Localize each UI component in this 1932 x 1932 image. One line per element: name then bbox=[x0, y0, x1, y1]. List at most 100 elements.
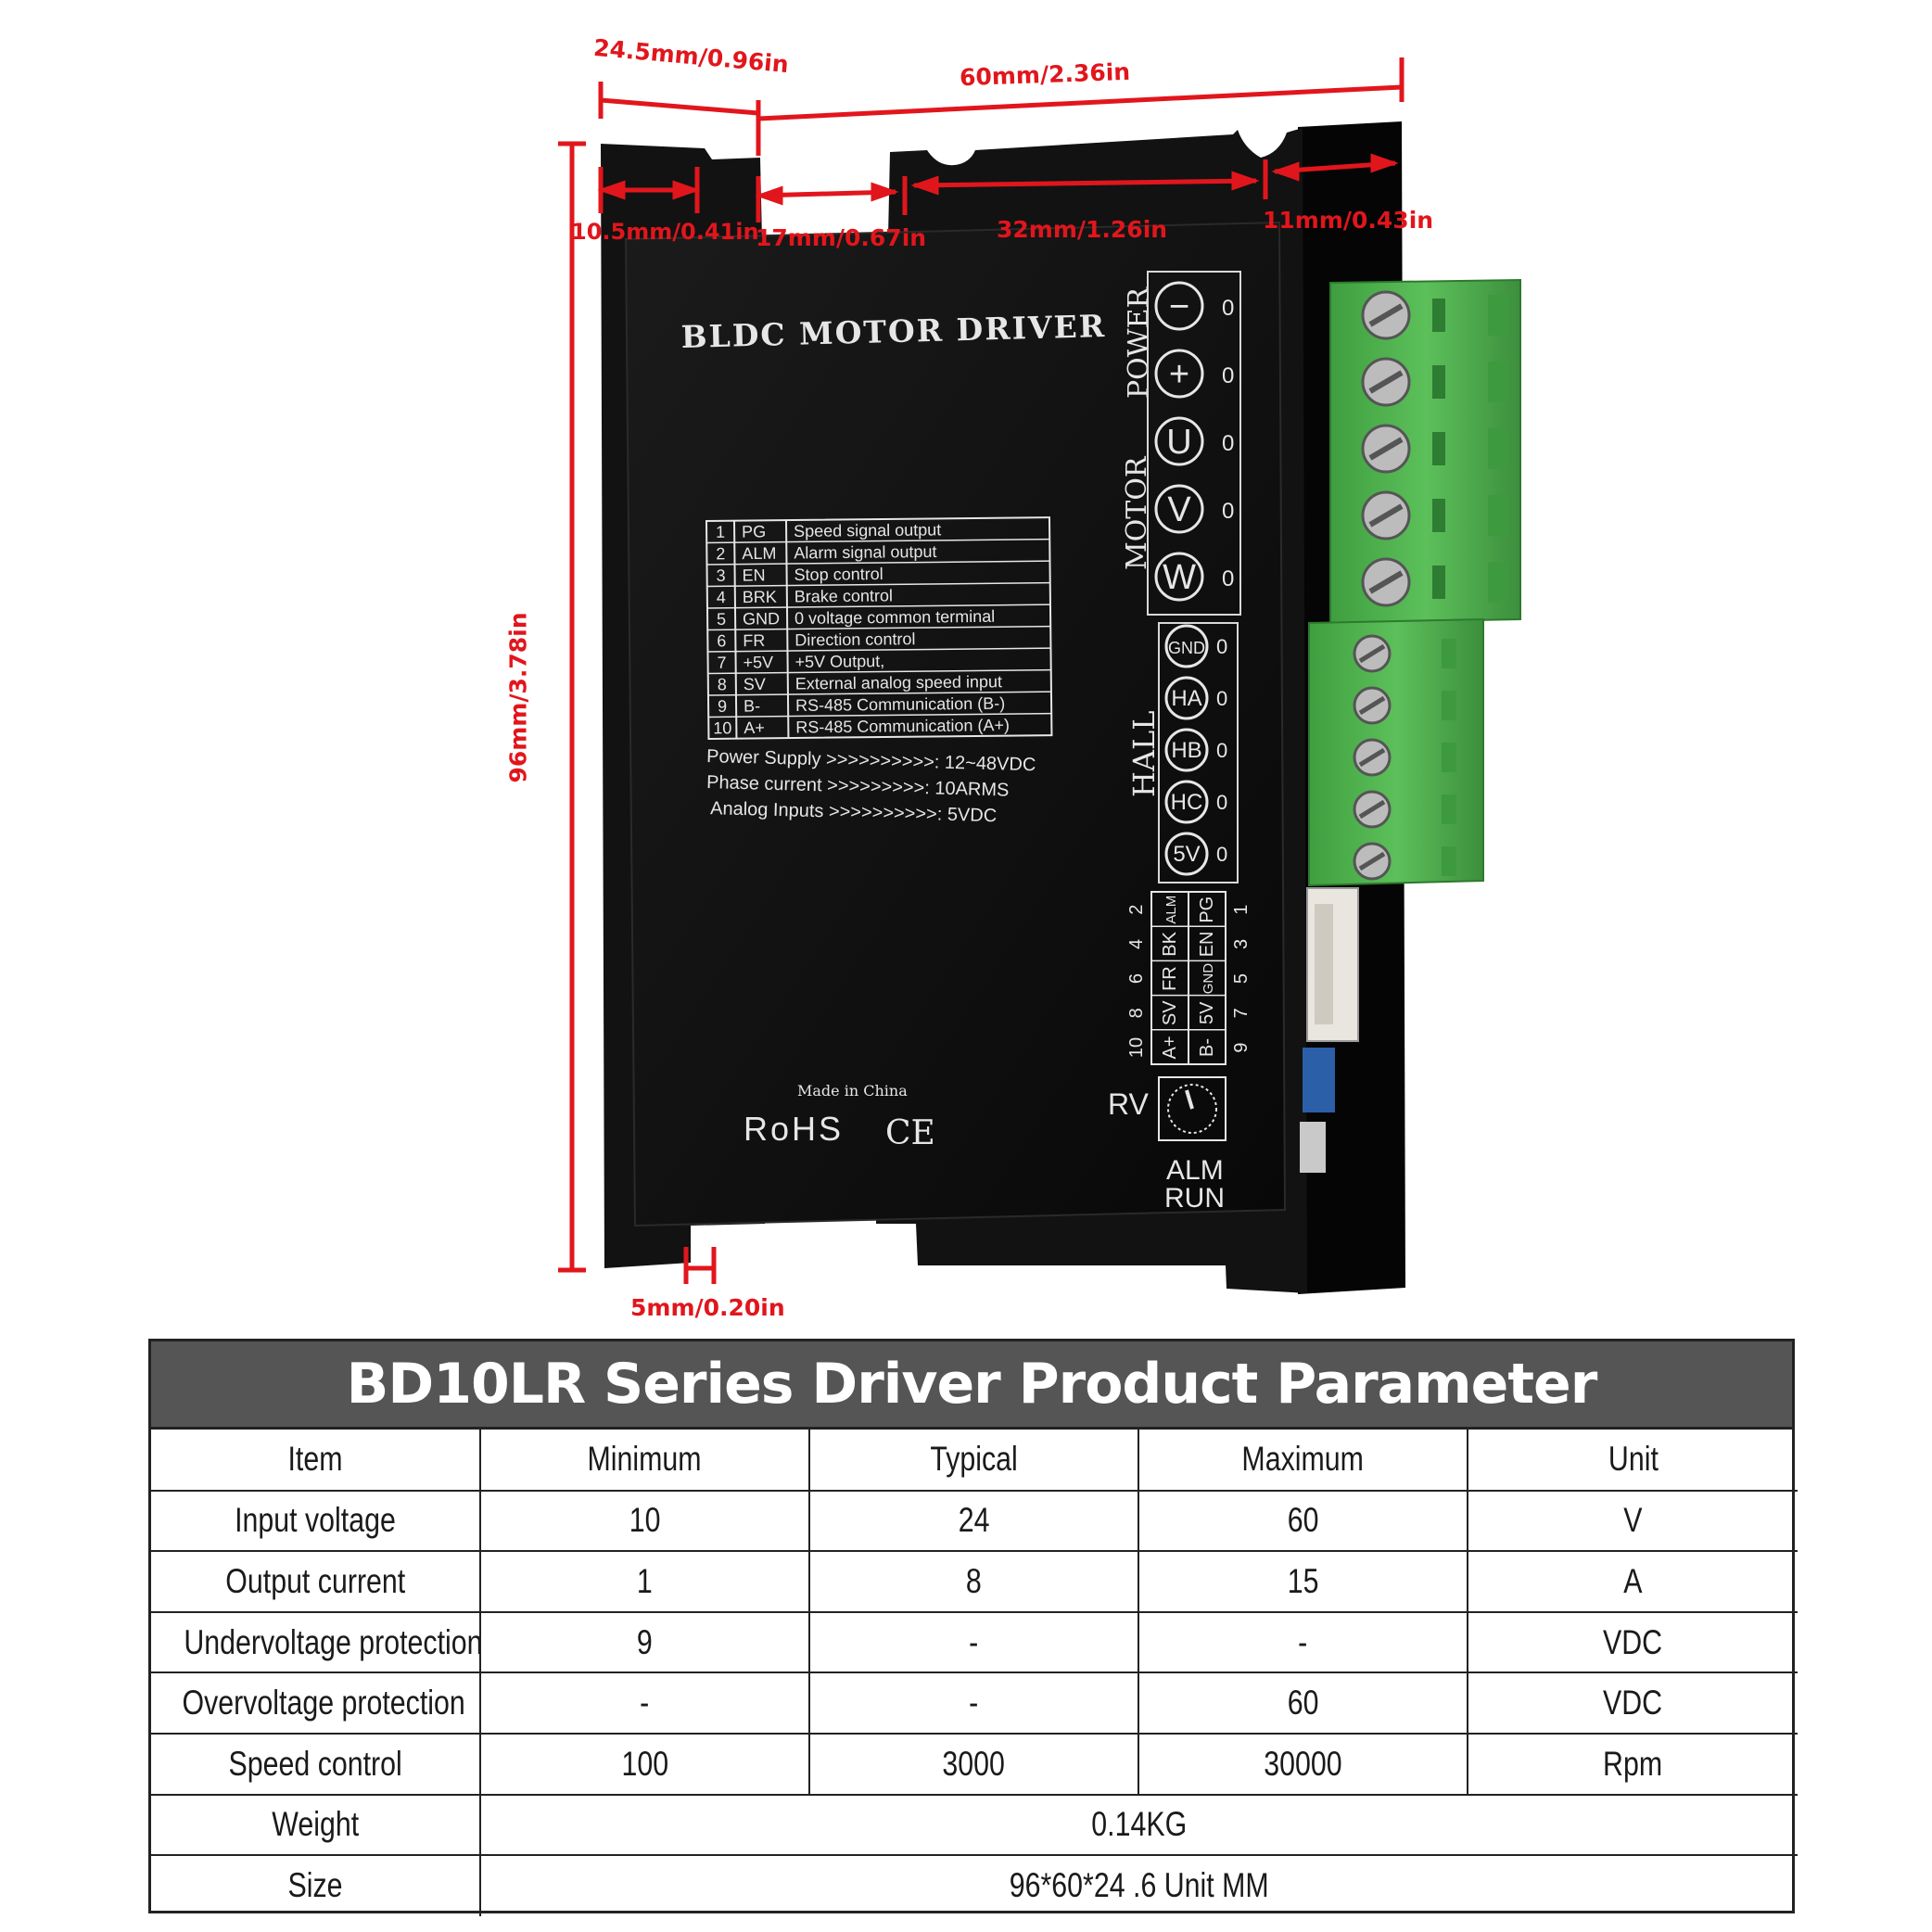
table-cell: - bbox=[808, 1610, 1139, 1674]
potentiometer-pointer bbox=[1185, 1089, 1194, 1110]
power-motor-terminal-block bbox=[1329, 278, 1521, 625]
dim-bottom-step: 5mm/0.20in bbox=[630, 1294, 785, 1321]
terminal-slot bbox=[1488, 362, 1508, 402]
pin-code: BRK bbox=[743, 588, 777, 606]
table-row: Overvoltage protection - - 60 VDC bbox=[151, 1671, 1798, 1735]
table-cell: 15 bbox=[1138, 1550, 1468, 1613]
hall-symbol-icon bbox=[1164, 676, 1209, 720]
connector-pin-code: SV bbox=[1160, 1000, 1180, 1025]
pin-code: SV bbox=[744, 675, 766, 693]
table-cell: 3000 bbox=[808, 1732, 1139, 1796]
table-cell: A bbox=[1467, 1550, 1798, 1613]
screw-slot bbox=[1368, 303, 1404, 327]
table-cell-merged: 0.14KG bbox=[479, 1793, 1798, 1857]
hall-symbol-icon bbox=[1164, 780, 1209, 824]
table-row: Output current 1 8 15 A bbox=[151, 1550, 1798, 1613]
dim-width: 60mm/2.36in bbox=[959, 57, 1131, 92]
hall-terminal-block bbox=[1308, 617, 1484, 887]
terminal-symbol-icon bbox=[1154, 416, 1204, 466]
hall-symbol: HC bbox=[1171, 790, 1203, 815]
table-cell: Undervoltage protection bbox=[151, 1610, 481, 1674]
pin-description: +5V Output, bbox=[794, 652, 884, 671]
table-cell: 100 bbox=[479, 1732, 810, 1796]
hall-label: HALL bbox=[1126, 710, 1162, 797]
pin-description: Brake control bbox=[794, 586, 893, 605]
table-cell: 60 bbox=[1138, 1489, 1468, 1553]
connector-pin-number: 9 bbox=[1231, 1042, 1252, 1052]
pin-description: Alarm signal output bbox=[794, 542, 936, 563]
pin-number: 2 bbox=[716, 544, 725, 563]
screw-slot bbox=[1358, 695, 1386, 716]
hall-symbol-icon bbox=[1164, 832, 1209, 876]
terminal-slot bbox=[1432, 499, 1445, 532]
table-cell: 60 bbox=[1138, 1671, 1468, 1735]
table-cell: 1 bbox=[479, 1550, 810, 1613]
terminal-symbol-icon bbox=[1154, 484, 1204, 534]
table-cell: - bbox=[808, 1671, 1139, 1735]
pin-description: RS-485 Communication (B-) bbox=[795, 694, 1005, 715]
connector-pin-code: ALM bbox=[1163, 896, 1179, 924]
terminal-slot bbox=[1488, 428, 1508, 469]
screw-slot bbox=[1368, 370, 1404, 394]
pin-number: 5 bbox=[717, 610, 726, 629]
table-cell: Output current bbox=[151, 1550, 481, 1613]
pin-code: B- bbox=[744, 696, 760, 715]
table-row: Undervoltage protection 9 - - VDC bbox=[151, 1610, 1798, 1674]
ce-mark: CE bbox=[885, 1114, 935, 1152]
dim-slot-offset: 17mm/0.67in bbox=[756, 224, 927, 251]
table-cell: 30000 bbox=[1138, 1732, 1468, 1796]
parameter-table: Item Minimum Typical Maximum Unit Input … bbox=[151, 1430, 1798, 1916]
table-cell: 24 bbox=[808, 1489, 1139, 1553]
pin-description: RS-485 Communication (A+) bbox=[795, 716, 1010, 736]
connector-pin-number: 8 bbox=[1126, 1008, 1147, 1018]
terminal-symbol-icon bbox=[1154, 552, 1204, 602]
connector-pin-number: 6 bbox=[1126, 973, 1147, 984]
rv-frame bbox=[1158, 1076, 1227, 1141]
connector-pin-number: 5 bbox=[1231, 973, 1252, 984]
terminal-slot bbox=[1432, 566, 1445, 599]
header-cell: Unit bbox=[1467, 1430, 1798, 1492]
pin-description: Speed signal output bbox=[794, 520, 941, 540]
terminal-slot bbox=[1432, 432, 1445, 465]
origin-label: Made in China bbox=[797, 1082, 908, 1099]
header-cell: Typical bbox=[808, 1430, 1139, 1492]
table-cell: Speed control bbox=[151, 1732, 481, 1796]
terminal-mark: 0 bbox=[1216, 791, 1227, 814]
pin-code: GND bbox=[743, 609, 780, 628]
terminal-slot bbox=[1488, 495, 1508, 536]
run-led-label: RUN bbox=[1164, 1183, 1225, 1214]
pin-code: +5V bbox=[743, 653, 773, 671]
pin-number: 10 bbox=[713, 718, 731, 737]
table-cell: 9 bbox=[479, 1610, 810, 1674]
power-label: POWER bbox=[1123, 286, 1155, 399]
connector-pin-number: 3 bbox=[1231, 939, 1252, 949]
table-cell: - bbox=[479, 1671, 810, 1735]
pin-number: 1 bbox=[716, 523, 725, 541]
table-header-row: Item Minimum Typical Maximum Unit bbox=[151, 1430, 1798, 1492]
pin-code: EN bbox=[743, 566, 766, 584]
table-cell: Size bbox=[151, 1854, 481, 1916]
pin-code: A+ bbox=[744, 718, 765, 737]
connector-pin-code: A+ bbox=[1160, 1036, 1180, 1059]
hall-symbol-icon bbox=[1164, 624, 1209, 668]
table-cell: Rpm bbox=[1467, 1732, 1798, 1796]
terminal-slot bbox=[1488, 562, 1508, 603]
alm-led-label: ALM bbox=[1166, 1155, 1224, 1186]
pin-code: ALM bbox=[742, 544, 776, 563]
terminal-mark: 0 bbox=[1216, 843, 1227, 866]
terminal-mark: 0 bbox=[1222, 363, 1234, 388]
connector-pin-code: 5V bbox=[1197, 1001, 1217, 1024]
terminal-slot bbox=[1442, 846, 1456, 876]
table-row-weight: Weight 0.14KG bbox=[151, 1793, 1798, 1857]
pin-code: PG bbox=[742, 522, 766, 540]
pin-table: 1 PG Speed signal output 2 ALM Alarm signal o… bbox=[705, 516, 1053, 740]
terminal-symbol: + bbox=[1169, 355, 1189, 394]
screw-slot bbox=[1358, 851, 1386, 871]
terminal-mark: 0 bbox=[1222, 499, 1234, 524]
terminal-slot bbox=[1442, 691, 1456, 720]
hall-symbol-icon bbox=[1164, 728, 1209, 772]
spec-table-title: BD10LR Series Driver Product Parameter bbox=[151, 1341, 1792, 1430]
table-cell: VDC bbox=[1467, 1610, 1798, 1674]
header-cell: Minimum bbox=[479, 1430, 810, 1492]
